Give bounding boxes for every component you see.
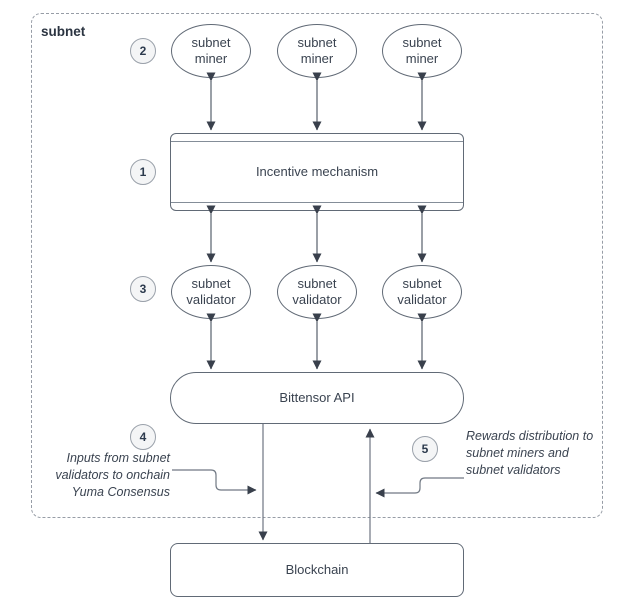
step-badge-3-label: 3 [139, 282, 147, 296]
subnet-miner-node-2: subnet miner [277, 24, 357, 78]
subnet-miner-node-3: subnet miner [382, 24, 462, 78]
subnet-validator-label-2: subnet validator [292, 276, 342, 307]
step-badge-2-label: 2 [139, 44, 147, 58]
annotation-rewards-distribution: Rewards distribution to subnet miners an… [466, 429, 594, 477]
subnet-validator-node-3: subnet validator [382, 265, 462, 319]
step-badge-4: 4 [130, 424, 156, 450]
incentive-mechanism-node: Incentive mechanism [170, 133, 464, 211]
step-badge-1-label: 1 [139, 165, 147, 179]
blockchain-label: Blockchain [285, 562, 349, 577]
step-badge-1: 1 [130, 159, 156, 185]
bittensor-api-node: Bittensor API [170, 372, 464, 424]
subnet-container-label: subnet [41, 24, 86, 39]
subnet-validator-node-1: subnet validator [171, 265, 251, 319]
step-badge-3: 3 [130, 276, 156, 302]
subnet-miner-label-2: subnet miner [297, 35, 337, 66]
subnet-container-frame [31, 13, 603, 518]
step-badge-2: 2 [130, 38, 156, 64]
bittensor-api-label: Bittensor API [279, 390, 355, 405]
subnet-validator-node-2: subnet validator [277, 265, 357, 319]
step-badge-5: 5 [412, 436, 438, 462]
subnet-validator-label-3: subnet validator [397, 276, 447, 307]
subnet-miner-node-1: subnet miner [171, 24, 251, 78]
subnet-miner-label-1: subnet miner [191, 35, 231, 66]
annotation-yuma-consensus: Inputs from subnet validators to onchain… [55, 451, 170, 499]
blockchain-node: Blockchain [170, 543, 464, 597]
incentive-mechanism-label: Incentive mechanism [255, 164, 379, 179]
subnet-validator-label-1: subnet validator [186, 276, 236, 307]
step-badge-4-label: 4 [139, 430, 147, 444]
step-badge-5-label: 5 [421, 442, 429, 456]
subnet-miner-label-3: subnet miner [402, 35, 442, 66]
